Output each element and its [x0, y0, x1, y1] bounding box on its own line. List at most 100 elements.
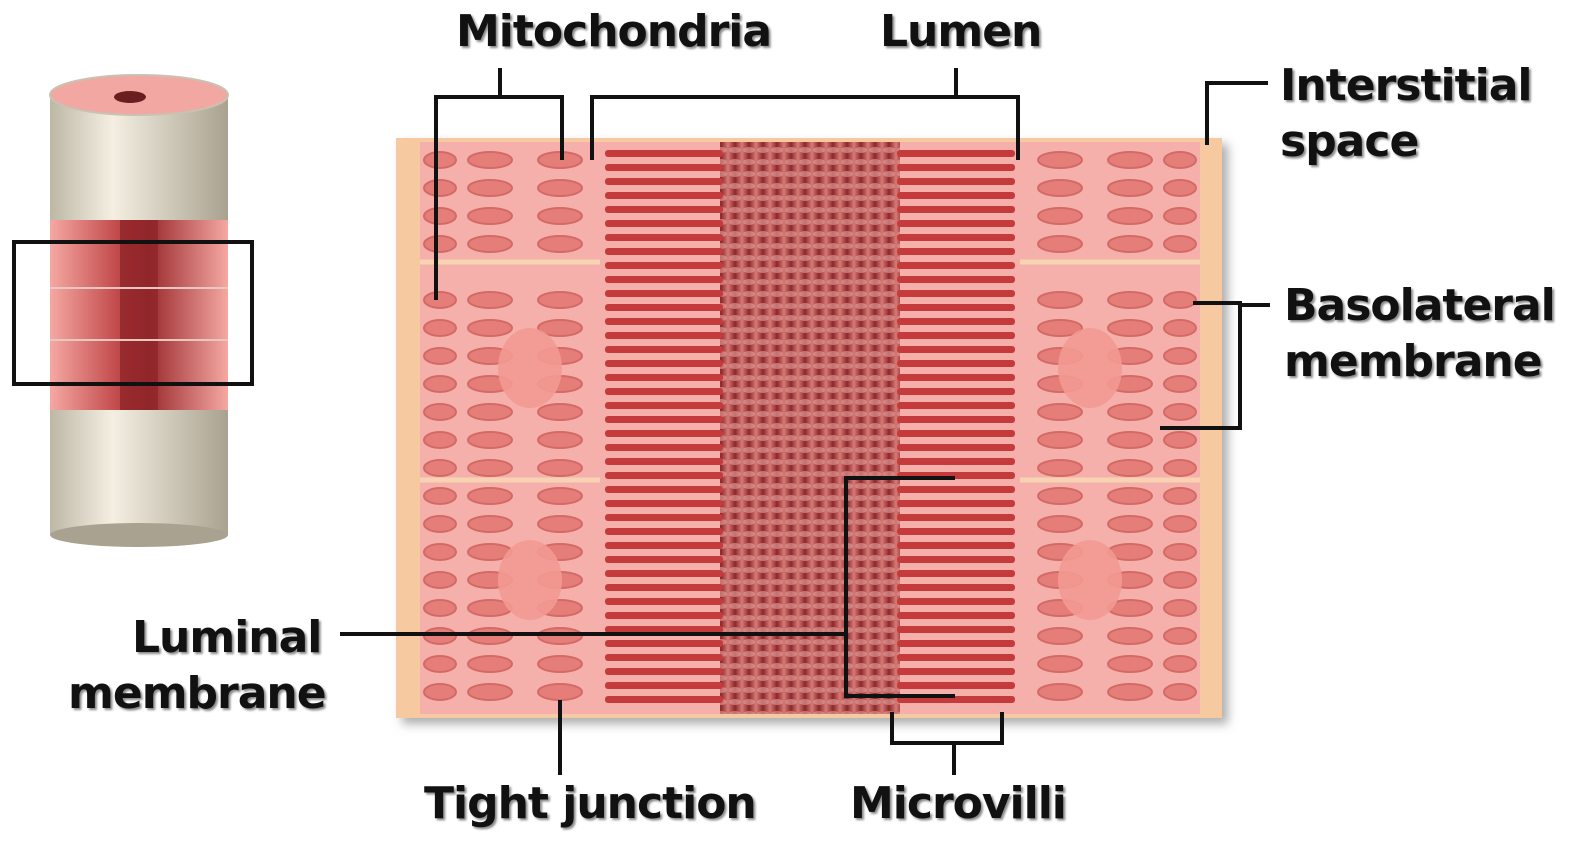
lumen-region	[720, 142, 900, 714]
mitochondrion	[1038, 516, 1082, 532]
microvillus	[897, 598, 1015, 605]
microvillus	[605, 276, 723, 283]
microvillus	[897, 682, 1015, 689]
mitochondrion	[1038, 208, 1082, 224]
microvillus	[897, 626, 1015, 633]
mitochondrion	[538, 404, 582, 420]
mitochondrion	[1164, 404, 1196, 420]
mitochondrion	[1164, 516, 1196, 532]
mitochondrion	[538, 656, 582, 672]
microvillus	[897, 234, 1015, 241]
mitochondrion	[1038, 460, 1082, 476]
mitochondrion	[538, 488, 582, 504]
mitochondrion	[1108, 516, 1152, 532]
microvillus	[897, 444, 1015, 451]
mitochondrion	[1164, 628, 1196, 644]
mitochondrion	[424, 460, 456, 476]
mitochondrion	[468, 404, 512, 420]
microvillus	[605, 668, 723, 675]
mitochondrion	[424, 292, 456, 308]
mitochondrion	[1164, 320, 1196, 336]
mitochondrion	[1038, 432, 1082, 448]
microvillus	[897, 668, 1015, 675]
mitochondrion	[424, 656, 456, 672]
mitochondrion	[1164, 348, 1196, 364]
mitochondrion	[1164, 376, 1196, 392]
nucleus-left-2	[498, 540, 562, 620]
mitochondrion	[538, 516, 582, 532]
mitochondrion	[1038, 404, 1082, 420]
mitochondrion	[1038, 292, 1082, 308]
mitochondrion	[468, 432, 512, 448]
microvillus	[605, 612, 723, 619]
mitochondrion	[424, 432, 456, 448]
microvillus	[605, 682, 723, 689]
microvillus	[605, 248, 723, 255]
microvillus	[897, 612, 1015, 619]
mitochondrion	[1164, 572, 1196, 588]
mitochondrion	[424, 404, 456, 420]
microvillus	[897, 416, 1015, 423]
mitochondrion	[424, 516, 456, 532]
mitochondrion	[1164, 432, 1196, 448]
microvillus	[605, 570, 723, 577]
mitochondrion	[468, 488, 512, 504]
microvillus	[897, 542, 1015, 549]
mitochondrion	[1108, 320, 1152, 336]
microvillus	[897, 360, 1015, 367]
microvillus	[897, 374, 1015, 381]
mitochondrion	[1164, 544, 1196, 560]
mitochondrion	[1038, 236, 1082, 252]
microvillus	[897, 514, 1015, 521]
mitochondrion	[468, 516, 512, 532]
mitochondrion	[468, 292, 512, 308]
microvillus	[897, 402, 1015, 409]
microvillus	[605, 430, 723, 437]
microvillus	[605, 584, 723, 591]
microvillus	[897, 178, 1015, 185]
mitochondrion	[468, 656, 512, 672]
microvillus	[897, 206, 1015, 213]
microvillus	[605, 598, 723, 605]
microvillus	[605, 416, 723, 423]
mitochondrion	[1108, 180, 1152, 196]
microvillus	[605, 640, 723, 647]
microvillus	[605, 178, 723, 185]
mitochondrion	[1108, 656, 1152, 672]
microvillus	[605, 360, 723, 367]
microvillus	[605, 304, 723, 311]
mitochondrion	[424, 152, 456, 168]
microvillus	[897, 304, 1015, 311]
mitochondrion	[1164, 460, 1196, 476]
basolateral-label-line1: Basolateral	[1284, 278, 1555, 334]
mitochondrion	[538, 208, 582, 224]
microvillus	[605, 262, 723, 269]
microvillus	[605, 458, 723, 465]
tubule-cross-section	[396, 138, 1222, 718]
microvillus	[605, 444, 723, 451]
microvillus	[605, 696, 723, 703]
interstitial-leader	[1207, 83, 1268, 145]
mitochondrion	[1038, 152, 1082, 168]
mitochondrion	[1038, 684, 1082, 700]
mitochondrion	[468, 152, 512, 168]
microvillus	[897, 290, 1015, 297]
mitochondrion	[424, 684, 456, 700]
microvillus	[605, 318, 723, 325]
microvillus	[897, 150, 1015, 157]
tubule-lumen	[120, 220, 158, 410]
microvillus	[605, 486, 723, 493]
mitochondrion	[1108, 628, 1152, 644]
mitochondrion	[1038, 656, 1082, 672]
mitochondrion	[538, 460, 582, 476]
mitochondrion	[1108, 404, 1152, 420]
mitochondrion	[538, 432, 582, 448]
mitochondrion	[1108, 292, 1152, 308]
microvillus	[605, 388, 723, 395]
mitochondrion	[468, 460, 512, 476]
mitochondrion	[1164, 488, 1196, 504]
mitochondrion	[468, 684, 512, 700]
microvillus	[897, 332, 1015, 339]
microvillus	[605, 374, 723, 381]
microvillus	[897, 654, 1015, 661]
